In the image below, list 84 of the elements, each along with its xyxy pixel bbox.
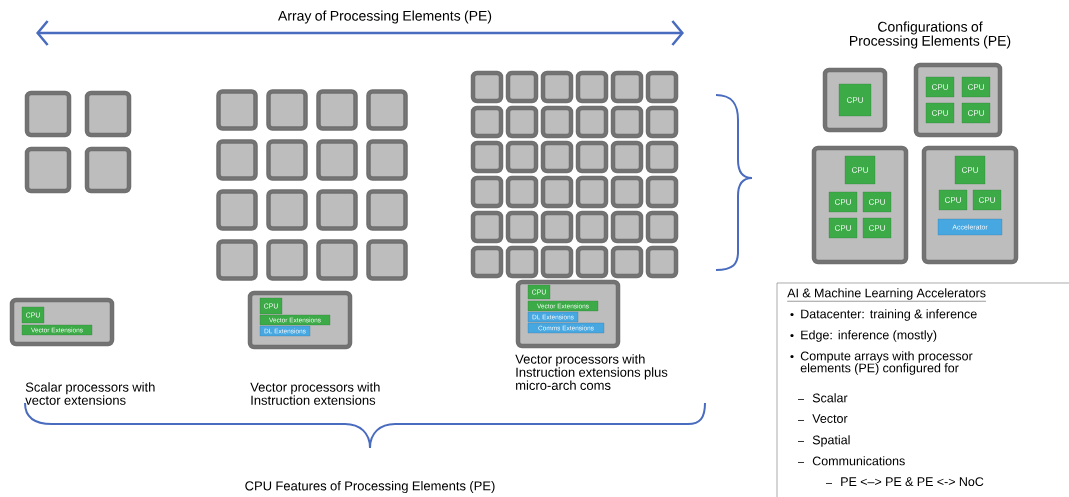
- processing-element: [645, 140, 679, 174]
- processing-element: [84, 146, 132, 194]
- processing-element: [610, 175, 644, 209]
- processing-element: [610, 210, 644, 244]
- processing-element: [645, 105, 679, 139]
- processing-element: [610, 140, 644, 174]
- cpu-block: CPU: [925, 102, 955, 124]
- cpu-block: CPU: [925, 76, 955, 98]
- node-label: Vector processors with Instruction extensions plus micro-arch coms: [515, 354, 668, 390]
- processing-element: [645, 70, 679, 104]
- processing-element: [645, 175, 679, 209]
- processing-element: [540, 140, 574, 174]
- processing-element: [645, 245, 679, 279]
- processing-element: [540, 175, 574, 209]
- processing-element: [505, 105, 539, 139]
- cpu-block: CPU: [972, 189, 1002, 211]
- heading: CPU Features of Processing Elements (PE): [245, 480, 495, 494]
- processing-element: [575, 245, 609, 279]
- processing-element: [216, 139, 258, 181]
- processing-element: [470, 70, 504, 104]
- processing-element: [575, 175, 609, 209]
- processing-element: [645, 210, 679, 244]
- processing-element: [316, 89, 358, 131]
- processing-element: [266, 239, 308, 281]
- processing-element: [366, 239, 408, 281]
- processing-element: [216, 189, 258, 231]
- list-item: PE <–> PE & PE <-> NoC: [825, 477, 984, 487]
- node-label: Vector processors with Instruction extensions: [250, 382, 380, 405]
- processing-element: [610, 245, 644, 279]
- processing-element: [610, 105, 644, 139]
- processing-element: [470, 245, 504, 279]
- processing-element: [575, 70, 609, 104]
- list-item: Datacenter: training & inference: [790, 309, 977, 321]
- node-label: Scalar processors with vector extensions: [25, 382, 155, 405]
- processing-element: [84, 90, 132, 138]
- heading: Array of Processing Elements (PE): [278, 10, 492, 24]
- processing-element: [540, 210, 574, 244]
- processing-element: [24, 146, 72, 194]
- cpu-block: CPU: [938, 189, 968, 211]
- processing-element: [216, 89, 258, 131]
- cpu-block: CPU: [862, 217, 892, 239]
- processing-element: [366, 89, 408, 131]
- list-item: Vector: [797, 414, 848, 423]
- processing-element: [316, 239, 358, 281]
- processing-element: [216, 239, 258, 281]
- cpu-block: CPU: [862, 191, 892, 213]
- heading: Configurations of Processing Elements (PE): [850, 21, 1011, 49]
- processing-element: [540, 70, 574, 104]
- processing-element: [470, 210, 504, 244]
- processing-element: [470, 140, 504, 174]
- processing-element: [575, 210, 609, 244]
- cpu-block: CPU: [844, 155, 876, 185]
- processing-element: [505, 140, 539, 174]
- processing-element: [505, 175, 539, 209]
- list-item: Edge: inference (mostly): [790, 330, 937, 342]
- processing-element: [366, 189, 408, 231]
- processing-element: [24, 90, 72, 138]
- processing-element: [470, 105, 504, 139]
- heading: AI & Machine Learning Accelerators: [787, 288, 987, 302]
- cpu-block: CPU: [961, 102, 991, 124]
- processing-element: [505, 70, 539, 104]
- processing-element: [540, 105, 574, 139]
- processing-element: [366, 139, 408, 181]
- processing-element: [610, 70, 644, 104]
- processing-element: [266, 139, 308, 181]
- processing-element: [470, 175, 504, 209]
- list-item: Communications: [797, 456, 905, 466]
- processing-element: [266, 189, 308, 231]
- processing-element: [316, 139, 358, 181]
- cpu-block: CPU: [828, 191, 858, 213]
- list-item: Spatial: [797, 435, 850, 447]
- processing-element: [505, 245, 539, 279]
- list-item: Scalar: [797, 393, 848, 403]
- cpu-block: CPU: [828, 217, 858, 239]
- cpu-block: CPU: [954, 155, 986, 185]
- processing-element: [575, 140, 609, 174]
- processing-element: [505, 210, 539, 244]
- processing-element: [316, 189, 358, 231]
- list-item: Compute arrays with processor elements (PE) configured for: [790, 351, 973, 375]
- cpu-block: CPU: [838, 83, 872, 117]
- processing-element: [575, 105, 609, 139]
- processing-element: [266, 89, 308, 131]
- processing-element: [540, 245, 574, 279]
- cpu-block: CPU: [961, 76, 991, 98]
